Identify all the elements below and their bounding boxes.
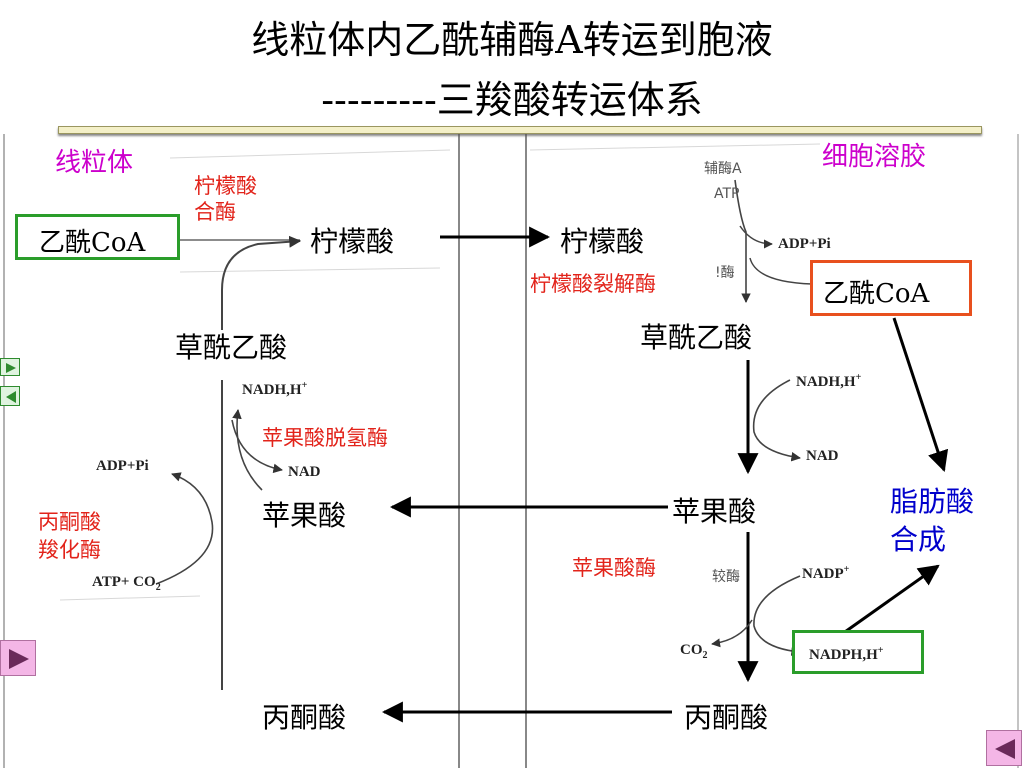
cyto-nadph: NADPH,H+ (809, 645, 884, 663)
nadph-to-fas-arrow (841, 564, 940, 636)
play-left-large-icon (995, 739, 1015, 759)
mito-nad: NAD (288, 464, 321, 480)
nadh-to-nad-curve (752, 379, 801, 462)
cyto-citrate: 柠檬酸 (560, 225, 645, 258)
cyto-co2-sub: 2 (702, 650, 708, 661)
cyto-co2-text: CO (680, 642, 703, 658)
cyto-acetyl-coa-box: 乙酰CoA (810, 260, 972, 316)
cyto-nadh-text: NADH,H (796, 374, 856, 390)
page-title: 线粒体内乙酰辅酶A转运到胞液 (251, 18, 773, 62)
pyruvate-carboxylase-label-2: 羧化酶 (38, 538, 101, 562)
nad-arrow (231, 419, 283, 474)
cyto-co2: CO2 (680, 642, 708, 661)
cyto-nadp: NADP+ (802, 564, 850, 582)
cyto-lyase-fragment: !酶 (715, 265, 735, 281)
mito-atp-co2-text: ATP+ CO (92, 574, 156, 590)
cyto-nad: NAD (806, 448, 839, 464)
nadp-to-nadph-curve (753, 575, 801, 656)
mito-oxaloacetate: 草酰乙酸 (175, 331, 288, 364)
citrate-to-oaa-line (734, 179, 751, 303)
mito-nadh: NADH,H+ (242, 380, 308, 398)
citrate-synthase-label-2: 合酶 (194, 200, 236, 224)
mito-pyruvate: 丙酮酸 (262, 701, 347, 734)
atp-to-adp-cyto (739, 225, 773, 249)
cyto-coa-label: 辅酶A (704, 161, 742, 177)
mito-malate: 苹果酸 (262, 499, 347, 532)
cyto-nadh: NADH,H+ (796, 372, 862, 390)
mito-acetyl-coa-box: 乙酰CoA (15, 214, 180, 260)
mito-acetyl-coa: 乙酰CoA (39, 228, 146, 258)
fatty-acid-synthesis-label-1: 脂肪酸 (890, 485, 975, 518)
malate-dehydrogenase-label: 苹果酸脱氢酶 (262, 426, 388, 450)
nav-next-small-button[interactable] (0, 358, 20, 376)
title-banner (58, 126, 982, 134)
cyto-acetyl-coa: 乙酰CoA (823, 279, 930, 309)
atp-to-adp-curve (155, 472, 214, 585)
nav-prev-small-button[interactable] (0, 386, 20, 406)
cytosol-label: 细胞溶胶 (822, 142, 927, 172)
cyto-malic-fragment: 较酶 (712, 569, 740, 585)
play-left-icon (6, 391, 16, 403)
acetyl-to-fas-arrow (892, 317, 949, 472)
co2-release-arrow (711, 619, 753, 648)
pyruvate-carboxylase-label-1: 丙酮酸 (38, 510, 101, 534)
citrate-synthase-label-1: 柠檬酸 (194, 174, 257, 198)
mito-nadh-text: NADH,H (242, 382, 302, 398)
lyase-to-acetyl-line (749, 257, 813, 285)
nav-prev-button[interactable] (986, 730, 1022, 766)
citrate-lyase-label: 柠檬酸裂解酶 (530, 272, 656, 296)
cyto-oxaloacetate: 草酰乙酸 (640, 321, 753, 354)
cyto-malate: 苹果酸 (672, 495, 757, 528)
scan-ghost-lines (59, 143, 821, 601)
mitochondria-label: 线粒体 (55, 148, 134, 178)
malic-enzyme-label: 苹果酸酶 (572, 556, 656, 580)
cyto-adp-pi: ADP+Pi (778, 236, 831, 252)
nadph-box: NADPH,H+ (792, 630, 924, 674)
mito-atp-co2: ATP+ CO2 (92, 574, 161, 593)
mito-co2-sub: 2 (155, 582, 161, 593)
page-subtitle: ---------三羧酸转运体系 (321, 78, 703, 122)
play-right-icon (6, 363, 16, 373)
fatty-acid-synthesis-label-2: 合成 (890, 523, 947, 556)
mito-adp-pi: ADP+Pi (96, 458, 149, 474)
mito-citrate: 柠檬酸 (310, 225, 395, 258)
malate-to-oaa-curve (232, 409, 263, 491)
play-right-large-icon (9, 649, 29, 669)
cyto-pyruvate: 丙酮酸 (684, 701, 769, 734)
cyto-nadp-text: NADP (802, 566, 844, 582)
cyto-nadph-text: NADPH,H (809, 647, 878, 663)
nav-next-button[interactable] (0, 640, 36, 676)
oaa-to-citrate-curve (221, 235, 302, 330)
cyto-atp: ATP (714, 186, 740, 202)
